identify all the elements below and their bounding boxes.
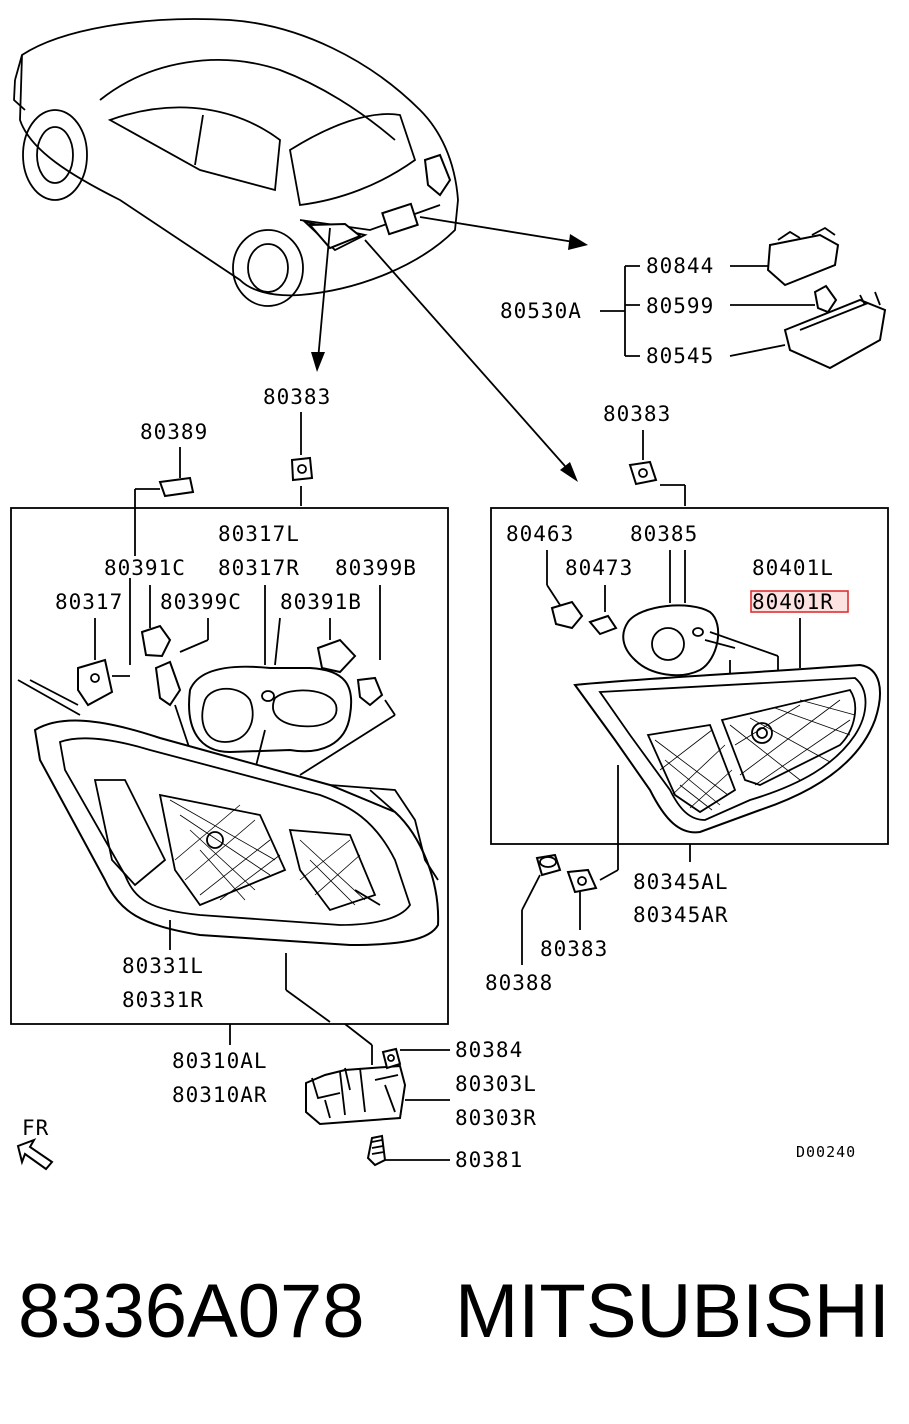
label-80391B: 80391B: [280, 590, 362, 614]
highlight-box: [750, 590, 849, 613]
diagram-code: D00240: [796, 1143, 856, 1161]
label-80401R: 80401R: [752, 590, 834, 614]
front-arrow-icon: [16, 1138, 54, 1171]
label-80388: 80388: [485, 971, 553, 995]
label-80399B: 80399B: [335, 556, 417, 580]
label-80389: 80389: [140, 420, 208, 444]
label-80317: 80317: [55, 590, 123, 614]
car-illustration: [13, 18, 459, 307]
lamp-80545: [783, 298, 887, 370]
nut-80383-bottom: [566, 868, 598, 894]
label-80384: 80384: [455, 1038, 523, 1062]
socket-80391B: [316, 638, 357, 674]
label-80463: 80463: [506, 522, 574, 546]
label-80310AR: 80310AR: [172, 1083, 268, 1107]
label-80399C: 80399C: [160, 590, 242, 614]
label-80530A: 80530A: [500, 299, 582, 323]
nut-80383-left: [290, 456, 314, 482]
label-80317L: 80317L: [218, 522, 300, 546]
label-80383-left: 80383: [263, 385, 331, 409]
socket-80463: [550, 600, 584, 630]
label-80391C: 80391C: [104, 556, 186, 580]
tail-lamp-80331: [33, 719, 440, 947]
label-80310AL: 80310AL: [172, 1049, 268, 1073]
label-80599: 80599: [646, 294, 714, 318]
gasket-80385: [622, 604, 720, 677]
inner-lamp-80401: [573, 663, 881, 834]
label-80401L: 80401L: [752, 556, 834, 580]
label-80383-bottom: 80383: [540, 937, 608, 961]
label-80381: 80381: [455, 1148, 523, 1172]
label-80345AL: 80345AL: [633, 870, 729, 894]
label-80303L: 80303L: [455, 1072, 537, 1096]
nut-80384: [381, 1047, 402, 1070]
label-80383-right: 80383: [603, 402, 671, 426]
license-lamp-group: 80530A 80844 80599 80545: [500, 226, 887, 370]
callout-arrows: [311, 216, 588, 482]
nut-80383-right: [628, 460, 658, 486]
label-80303R: 80303R: [455, 1106, 537, 1130]
bulb-80473: [588, 614, 618, 636]
brand-name: MITSUBISHI: [455, 1269, 890, 1354]
bulb-80399C: [154, 660, 182, 707]
bulb-80599: [813, 284, 838, 314]
label-80545: 80545: [646, 344, 714, 368]
label-80473: 80473: [565, 556, 633, 580]
label-80331R: 80331R: [122, 988, 204, 1012]
label-80844: 80844: [646, 254, 714, 278]
socket-80844: [766, 233, 840, 287]
label-80331L: 80331L: [122, 954, 204, 978]
socket-80391C: [140, 624, 172, 658]
front-direction-label: FR: [22, 1116, 49, 1140]
label-80317R: 80317R: [218, 556, 300, 580]
bracket-80303: [305, 1064, 407, 1126]
label-80385: 80385: [630, 522, 698, 546]
label-80345AR: 80345AR: [633, 903, 729, 927]
screw-80381: [366, 1134, 387, 1167]
part-number: 8336A078: [18, 1269, 365, 1354]
bulb-80399B: [356, 676, 384, 707]
clip-80389: [158, 476, 195, 498]
